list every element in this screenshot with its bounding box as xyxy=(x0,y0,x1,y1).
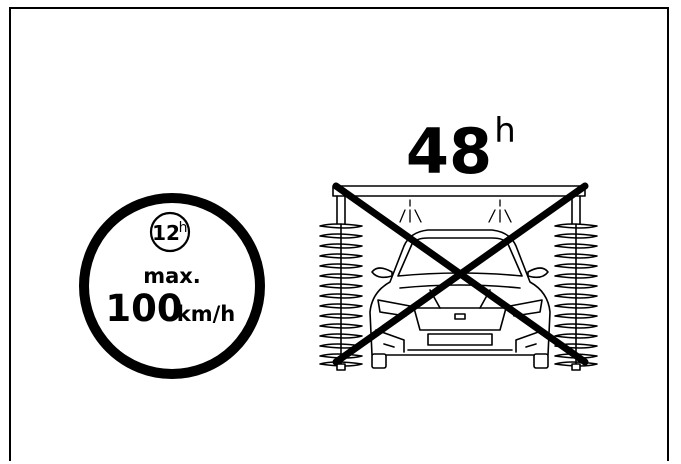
speed-unit: km/h xyxy=(177,302,235,326)
max-label: max. xyxy=(143,264,201,288)
illustration-frame xyxy=(9,7,669,461)
speed-sign-ring xyxy=(79,193,265,379)
car-front-view xyxy=(369,229,551,369)
car-wash-hours-unit: h xyxy=(494,111,516,151)
car-wash-hours-number: 48 xyxy=(406,115,492,188)
speed-value: 100 xyxy=(105,287,182,330)
speed-limit-sign: 12 h max. 100 km/h xyxy=(79,193,265,379)
hours-badge-circle xyxy=(149,211,191,253)
car-wash-gantry xyxy=(332,185,586,225)
car-wash-illustration xyxy=(319,182,598,371)
hours-badge-number: 12 xyxy=(152,221,180,245)
right-wash-brush xyxy=(554,223,598,371)
water-spray-icon xyxy=(399,199,512,223)
prohibition-cross-icon xyxy=(332,182,589,366)
hours-badge-unit: h xyxy=(179,220,188,236)
